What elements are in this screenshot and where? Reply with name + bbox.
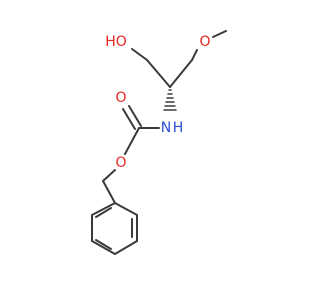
bond-lines — [102, 30, 227, 204]
atom-label-carbonyl-oxygen: O — [115, 90, 126, 106]
bond-carbonyl-ester-o — [124, 127, 140, 155]
bond-ch2b-o — [191, 49, 198, 61]
bond-ester-o-ch2 — [102, 169, 116, 182]
atom-label-amine-hydrogen: H — [173, 120, 184, 136]
ring-inner-bond-2 — [95, 239, 112, 250]
bond-ch2-ring — [102, 180, 116, 204]
bond-carbonyl-double-b — [128, 105, 142, 127]
stereo-hashed-wedge — [163, 89, 177, 111]
atom-label-methoxy-oxygen: O — [199, 34, 210, 50]
bond-o-ch3 — [212, 30, 227, 38]
bond-ch2-chiral — [146, 59, 171, 88]
benzene-ring — [91, 202, 138, 255]
bond-chiral-ch2b — [169, 59, 193, 88]
atom-label-ester-oxygen: O — [115, 155, 126, 171]
bond-carbonyl-double-a — [122, 108, 136, 130]
atom-label-nitrogen: N — [161, 120, 171, 136]
molecule-structure: HO O N H O O — [91, 30, 227, 255]
ring-inner-bond-3 — [95, 207, 112, 218]
bond-ho-ch2 — [131, 48, 148, 61]
atom-label-hydroxyl: HO — [105, 34, 127, 50]
